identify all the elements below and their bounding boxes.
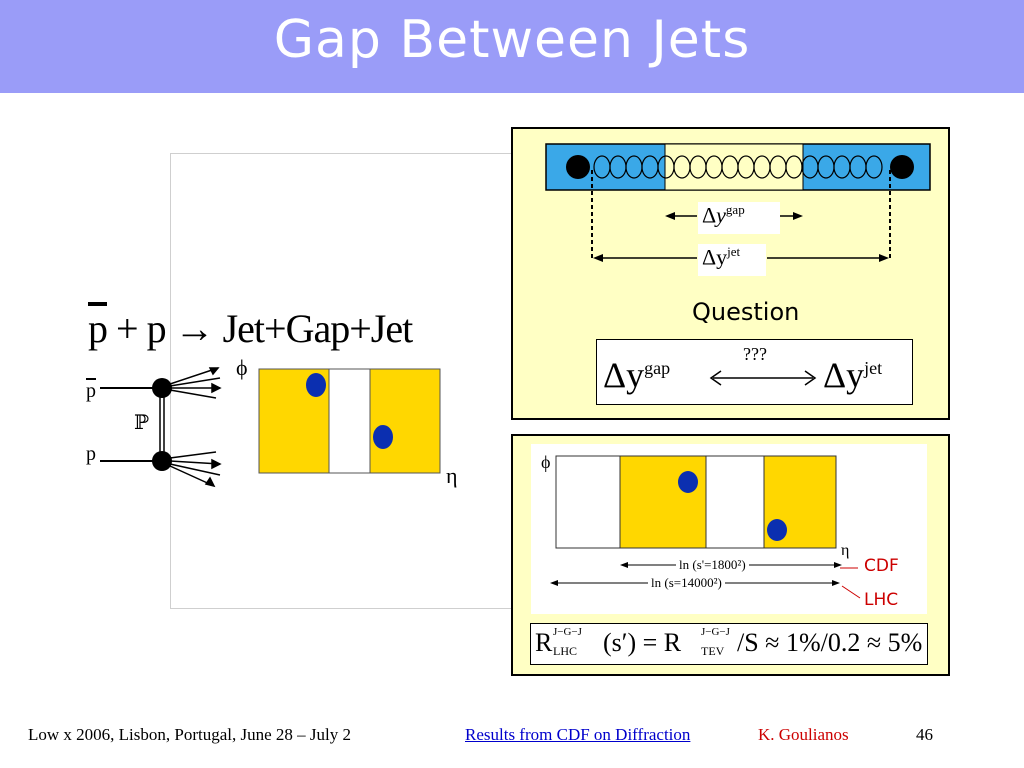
lhc-range-label: ln (s=14000²) <box>648 575 725 591</box>
process-equation: p + p → Jet+Gap+Jet <box>88 306 413 351</box>
footer-page-number: 46 <box>916 725 933 744</box>
pomeron-label: ℙ <box>134 412 150 434</box>
dy-gap-label: Δygap <box>698 202 780 234</box>
right-eta-phi-plot <box>555 455 837 549</box>
phi-axis-label: ϕ <box>236 355 248 380</box>
relation-box: Δygap ??? Δyjet <box>596 339 913 405</box>
footer-talk-link[interactable]: Results from CDF on Diffraction <box>465 725 691 744</box>
eta-axis-label-right: η <box>841 542 850 559</box>
lhc-label: LHC <box>864 590 899 610</box>
double-arrow <box>709 370 817 386</box>
rapidity-band <box>545 143 931 262</box>
cdf-range-label: ln (s'=1800²) <box>676 557 749 573</box>
title-bar <box>0 0 1024 93</box>
slide-title: Gap Between Jets <box>273 10 751 70</box>
phi-axis-label-right: ϕ <box>541 452 551 472</box>
question-label: Question <box>692 298 800 326</box>
question-marks: ??? <box>743 344 767 364</box>
arrow-symbol: → <box>174 306 215 351</box>
ratio-formula: R J−G−J LHC (s′) = R J−G−J TEV /S ≈ 1%/0… <box>530 623 928 665</box>
dy-jet-label: Δyjet <box>698 244 766 276</box>
footer-conference: Low x 2006, Lisbon, Portugal, June 28 – … <box>28 725 351 744</box>
eta-axis-label: η <box>446 463 458 488</box>
pbar-symbol: p <box>88 306 108 351</box>
pomeron-exchange-diagram <box>100 367 222 488</box>
p-label: p <box>86 443 96 465</box>
cdf-label: CDF <box>864 556 899 576</box>
left-eta-phi-plot <box>258 368 441 474</box>
pbar-label: p <box>86 380 96 402</box>
footer-author: K. Goulianos <box>758 725 849 744</box>
